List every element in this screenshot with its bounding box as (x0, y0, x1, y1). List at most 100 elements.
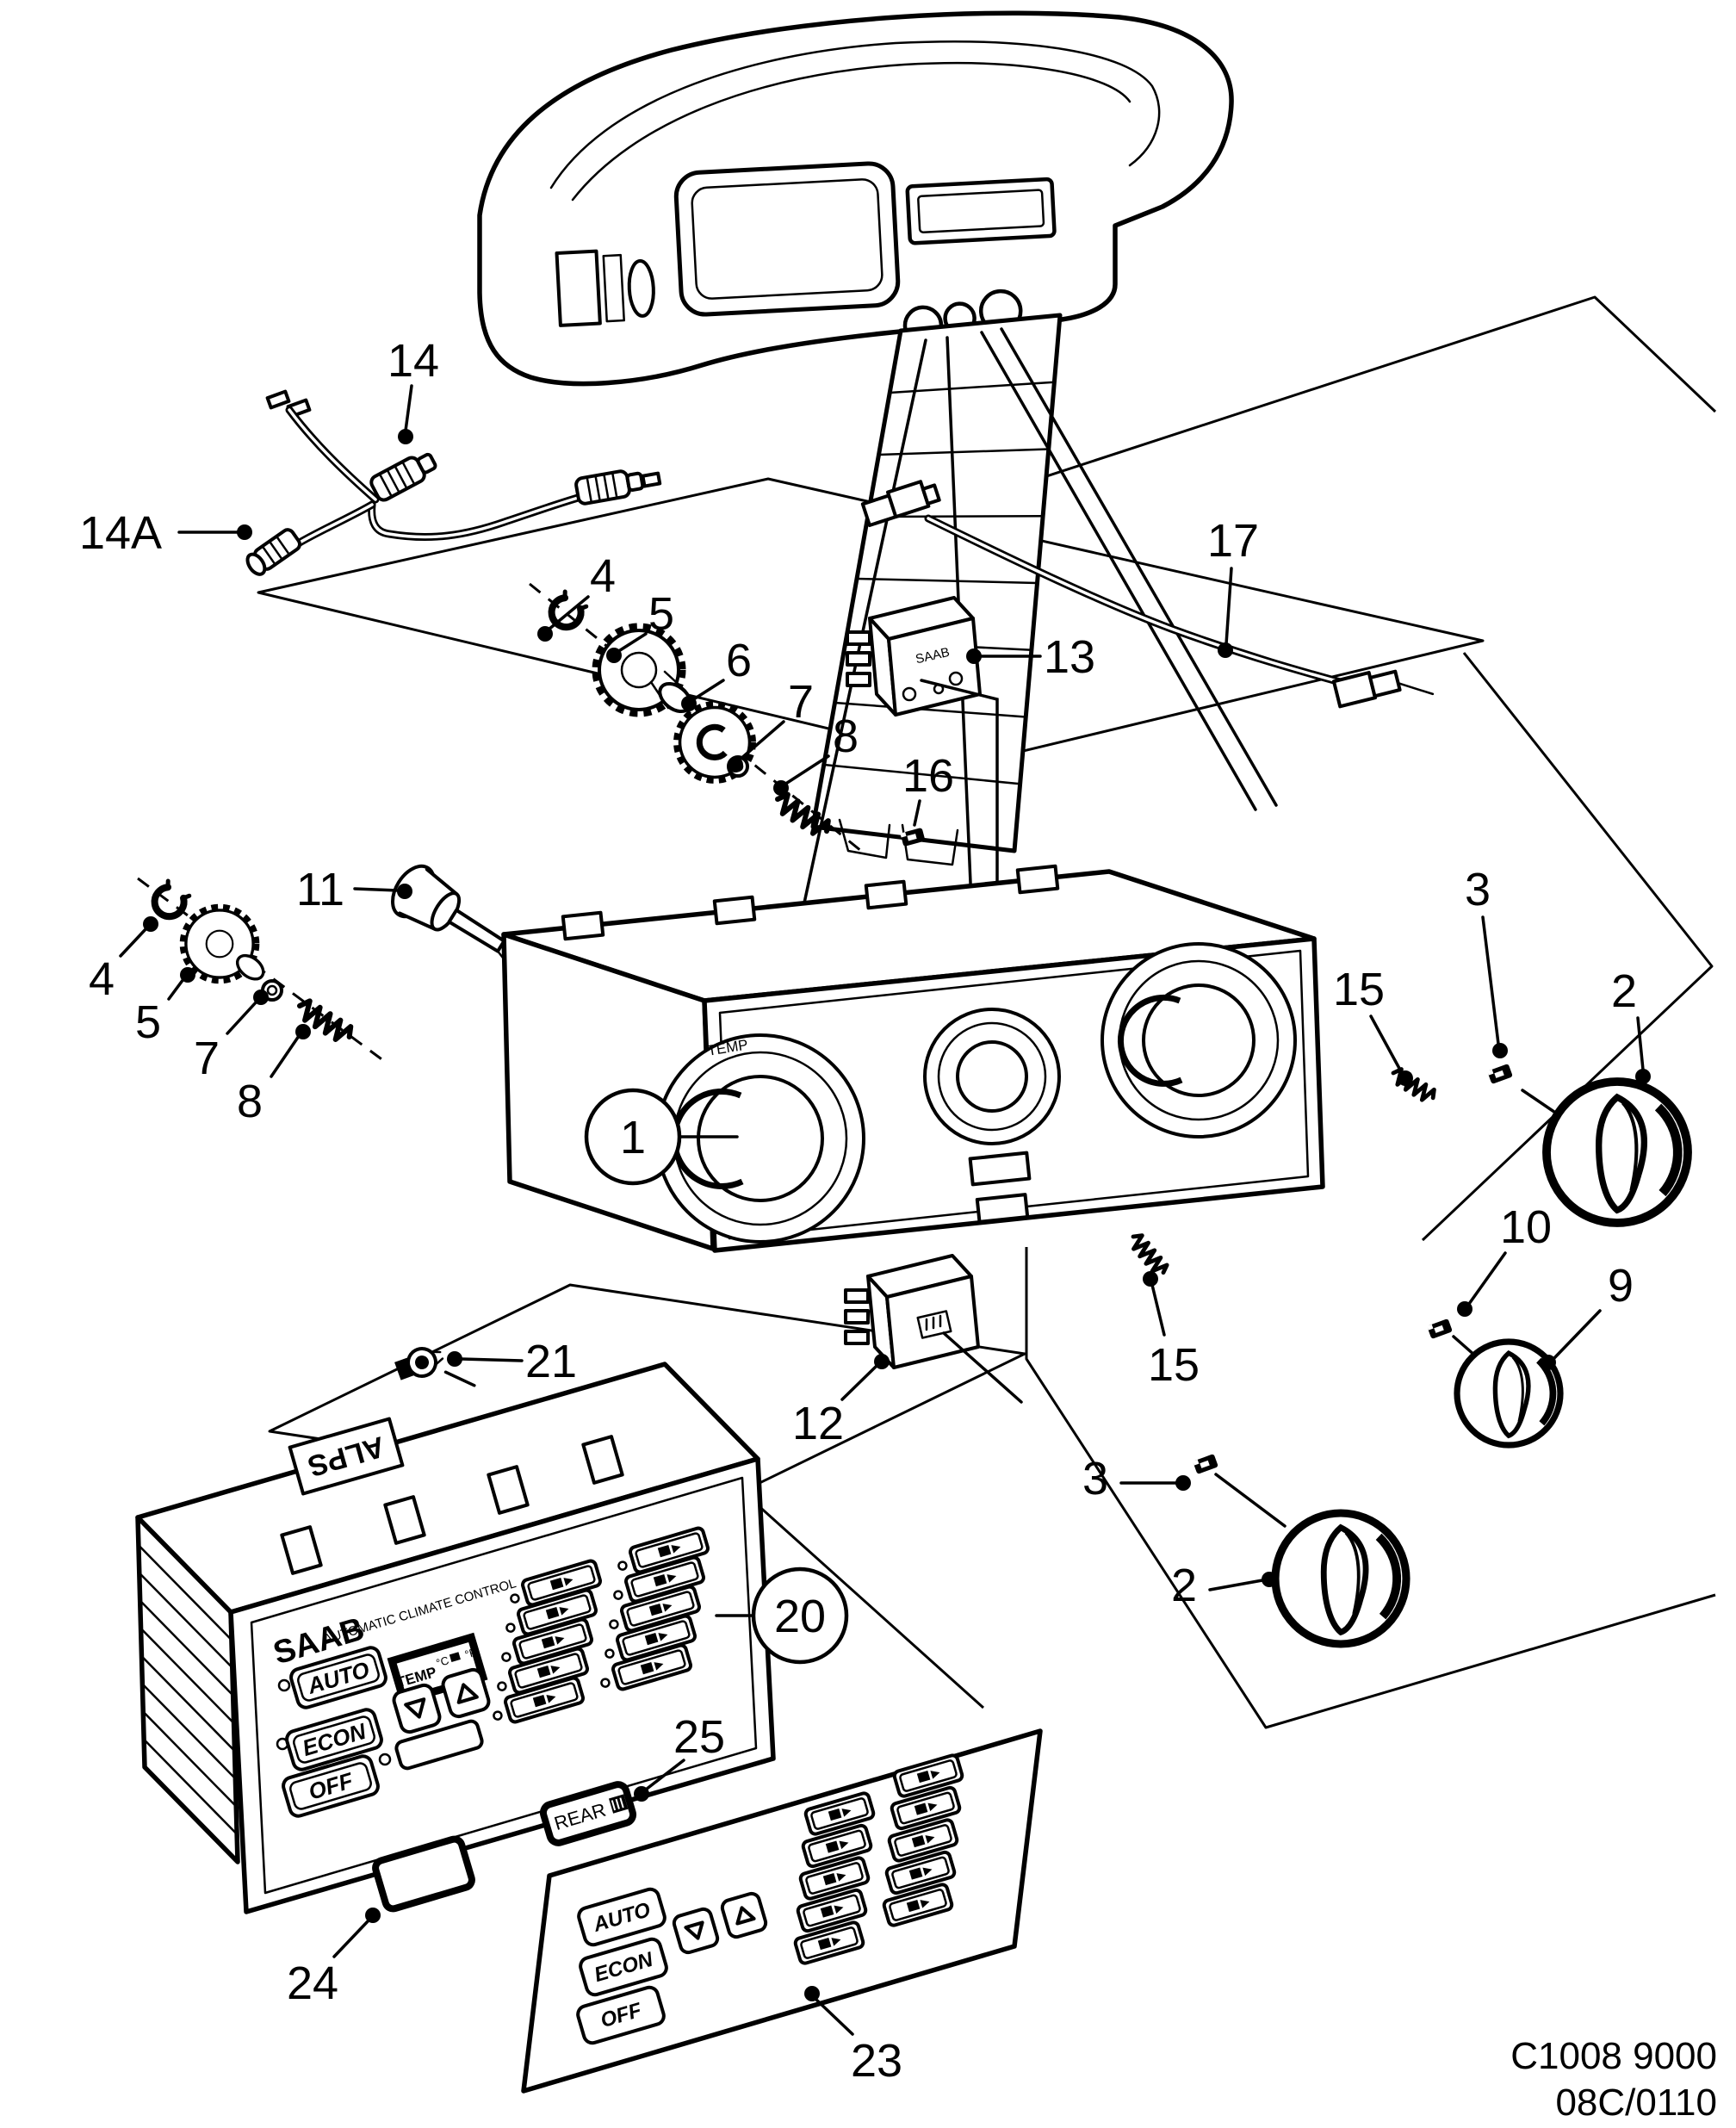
callout-label: 10 (1500, 1201, 1552, 1253)
airflow-mode-icon (911, 1834, 935, 1848)
callout-label: 3 (1082, 1453, 1108, 1504)
callout-3: 3 (1465, 864, 1508, 1058)
callout-14: 14 (388, 335, 439, 444)
knob-clip (1427, 1318, 1453, 1339)
spring (1389, 1067, 1436, 1105)
panel-bulb (394, 1347, 476, 1387)
control-shaft-gear-set-left (137, 864, 525, 1065)
airflow-mode-button (892, 1753, 964, 1798)
callout-11: 11 (296, 864, 412, 915)
callout-label: 21 (525, 1336, 577, 1387)
rear-defrost-button: REAR (539, 1781, 637, 1846)
callout-2: 2 (1171, 1560, 1277, 1611)
callout-25: 25 (634, 1711, 725, 1802)
overlay-temp-up-button (720, 1891, 768, 1939)
callout-13: 13 (966, 631, 1095, 683)
panel-overlay: AUTO ECON OFF (521, 1728, 1043, 2094)
cable-connector (860, 480, 941, 528)
lamp-holder-shaft (391, 864, 525, 969)
airflow-mode-icon (532, 1694, 556, 1708)
airflow-mode-icon (536, 1665, 561, 1678)
callout-label: 2 (1171, 1560, 1197, 1611)
callout-5: 5 (606, 588, 674, 663)
callout-23: 23 (804, 1986, 902, 2087)
callout-21: 21 (447, 1336, 577, 1387)
airflow-mode-button (882, 1883, 954, 1927)
airflow-mode-icon (549, 1577, 574, 1591)
airflow-mode-button (796, 1888, 868, 1933)
control-gear (179, 903, 265, 984)
bulb-socket (369, 449, 438, 502)
airflow-mode-icon (541, 1635, 565, 1649)
airflow-mode-icon (914, 1802, 938, 1815)
callout-4: 4 (89, 916, 158, 1005)
airflow-mode-icon (644, 1632, 668, 1646)
callout-7: 7 (728, 676, 814, 772)
knob-clip (1193, 1454, 1218, 1474)
callout-label: 13 (1044, 631, 1095, 683)
heater-control-unit: TEMP (501, 864, 1325, 1253)
airflow-mode-button (613, 1555, 705, 1604)
retaining-c-clip (149, 880, 190, 922)
alps-label: ALPS (288, 1417, 405, 1496)
callout-label: 14A (79, 507, 162, 559)
callout-label: 17 (1207, 515, 1259, 567)
triangle-down-icon (684, 1920, 704, 1940)
spring (1127, 1232, 1169, 1277)
rear-defrost-icon (609, 1794, 629, 1814)
callout-label: 11 (296, 864, 344, 915)
econ-button: ECON (285, 1708, 383, 1771)
airflow-mode-button (493, 1676, 585, 1724)
temp-down-button (392, 1683, 442, 1734)
bulb-socket (245, 528, 302, 576)
callout-17: 17 (1207, 515, 1259, 658)
temp-unit-indicator (449, 1652, 461, 1663)
callout-label: 4 (590, 550, 616, 602)
overlay-off-button: OFF (576, 1985, 666, 2045)
callout-label: 4 (89, 953, 115, 1005)
sheet-lower-right (1025, 1247, 1716, 1729)
airflow-mode-icon (820, 1905, 844, 1918)
callout-8: 8 (237, 1024, 311, 1127)
airflow-mode-button (600, 1643, 692, 1691)
airflow-mode-icon (906, 1899, 930, 1913)
airflow-mode-button (890, 1785, 962, 1831)
callout-8: 8 (773, 710, 859, 796)
callout-label: 24 (287, 1957, 338, 2009)
callout-label: 23 (851, 2035, 902, 2087)
callout-label: 5 (135, 996, 161, 1048)
airflow-mode-icon (817, 1937, 841, 1951)
off-button: OFF (282, 1754, 380, 1818)
sheet-right-middle (1421, 652, 1714, 1242)
callout-label: 7 (194, 1033, 220, 1084)
airflow-mode-icon (908, 1867, 933, 1880)
triangle-up-icon (456, 1683, 479, 1704)
callout-3: 3 (1082, 1453, 1191, 1504)
callout-15: 15 (1143, 1271, 1200, 1391)
airflow-mode-icon (648, 1603, 673, 1616)
instrument-cluster (555, 161, 901, 327)
callout-label: 16 (902, 750, 954, 802)
callout-label: 6 (726, 635, 752, 686)
light-switch (627, 258, 655, 318)
airflow-mode-icon (653, 1573, 677, 1587)
figure-code: C1008 9000 (1510, 2035, 1717, 2077)
callout-label: 5 (648, 588, 674, 640)
airflow-mode-button (803, 1791, 876, 1836)
callout-5: 5 (135, 967, 195, 1048)
callout-label: 1 (620, 1112, 646, 1163)
callout-label: 15 (1333, 964, 1385, 1015)
overlay-auto-button: AUTO (577, 1887, 666, 1947)
acc-control-unit: ALPS SAAB AUTOMATIC CLIMATE CONTROL AUTO… (135, 1362, 776, 1914)
airflow-mode-button (510, 1559, 602, 1607)
sheet-right-top (903, 295, 1717, 524)
callout-label: 20 (774, 1591, 826, 1642)
temp-dial-opening: TEMP (655, 1033, 865, 1244)
callout-label: 3 (1465, 864, 1491, 915)
airflow-mode-icon (545, 1606, 569, 1620)
callout-label: 2 (1611, 965, 1637, 1017)
callout-label: 15 (1148, 1339, 1200, 1391)
airflow-mode-icon (825, 1840, 849, 1853)
